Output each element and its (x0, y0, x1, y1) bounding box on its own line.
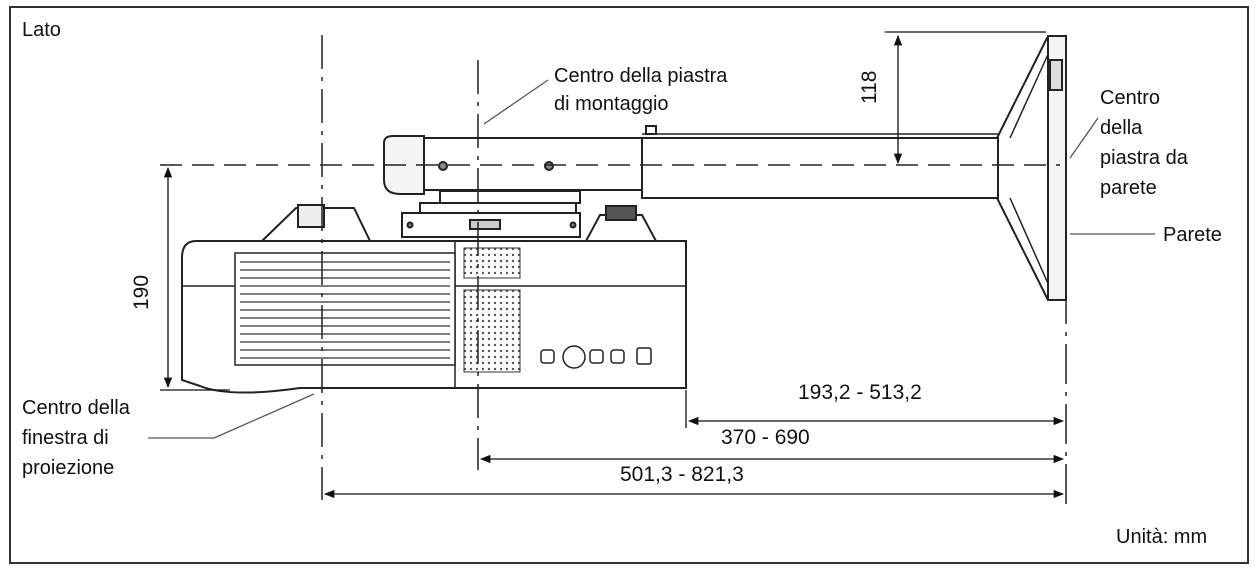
dimension-lines (160, 31, 1065, 499)
diagram-frame (9, 6, 1249, 564)
dimension-193-513: 193,2 - 513,2 (798, 381, 922, 404)
mount-plate-center-label-line1: Centro della piastra (554, 65, 728, 87)
wall-plate-center-label-line4: parete (1100, 177, 1157, 199)
leader-lines (148, 79, 1155, 439)
projector-grille-upper (463, 247, 521, 279)
wall-plate-center-label-line1: Centro (1100, 87, 1161, 109)
projector-slat-lines (240, 261, 450, 359)
mounting-plate (401, 190, 581, 238)
dimension-501-821: 501,3 - 821,3 (620, 463, 744, 486)
dimension-118: 118 (858, 70, 881, 104)
wall-plate-center-label-line3: piastra da (1100, 147, 1188, 169)
extension-arm (383, 125, 999, 199)
projector-control-panel (540, 345, 652, 369)
projection-window-center-label-line2: finestra di (22, 427, 109, 449)
mount-plate-center-label-line2: di montaggio (554, 93, 669, 115)
wall-plate (996, 35, 1067, 301)
projection-window-center-label-line1: Centro della (22, 397, 130, 419)
center-lines (160, 35, 1067, 505)
projector-grille-lower (463, 289, 521, 373)
wall-plate-center-label-line2: della (1100, 117, 1143, 139)
units-label: Unità: mm (1116, 526, 1208, 548)
projector-vent-slats (234, 252, 456, 366)
view-label: Lato (22, 19, 61, 41)
dimension-370-690: 370 - 690 (721, 426, 810, 449)
wall-label: Parete (1163, 224, 1222, 246)
dimension-190: 190 (130, 274, 153, 310)
projection-window-center-label-line3: proiezione (22, 457, 115, 479)
